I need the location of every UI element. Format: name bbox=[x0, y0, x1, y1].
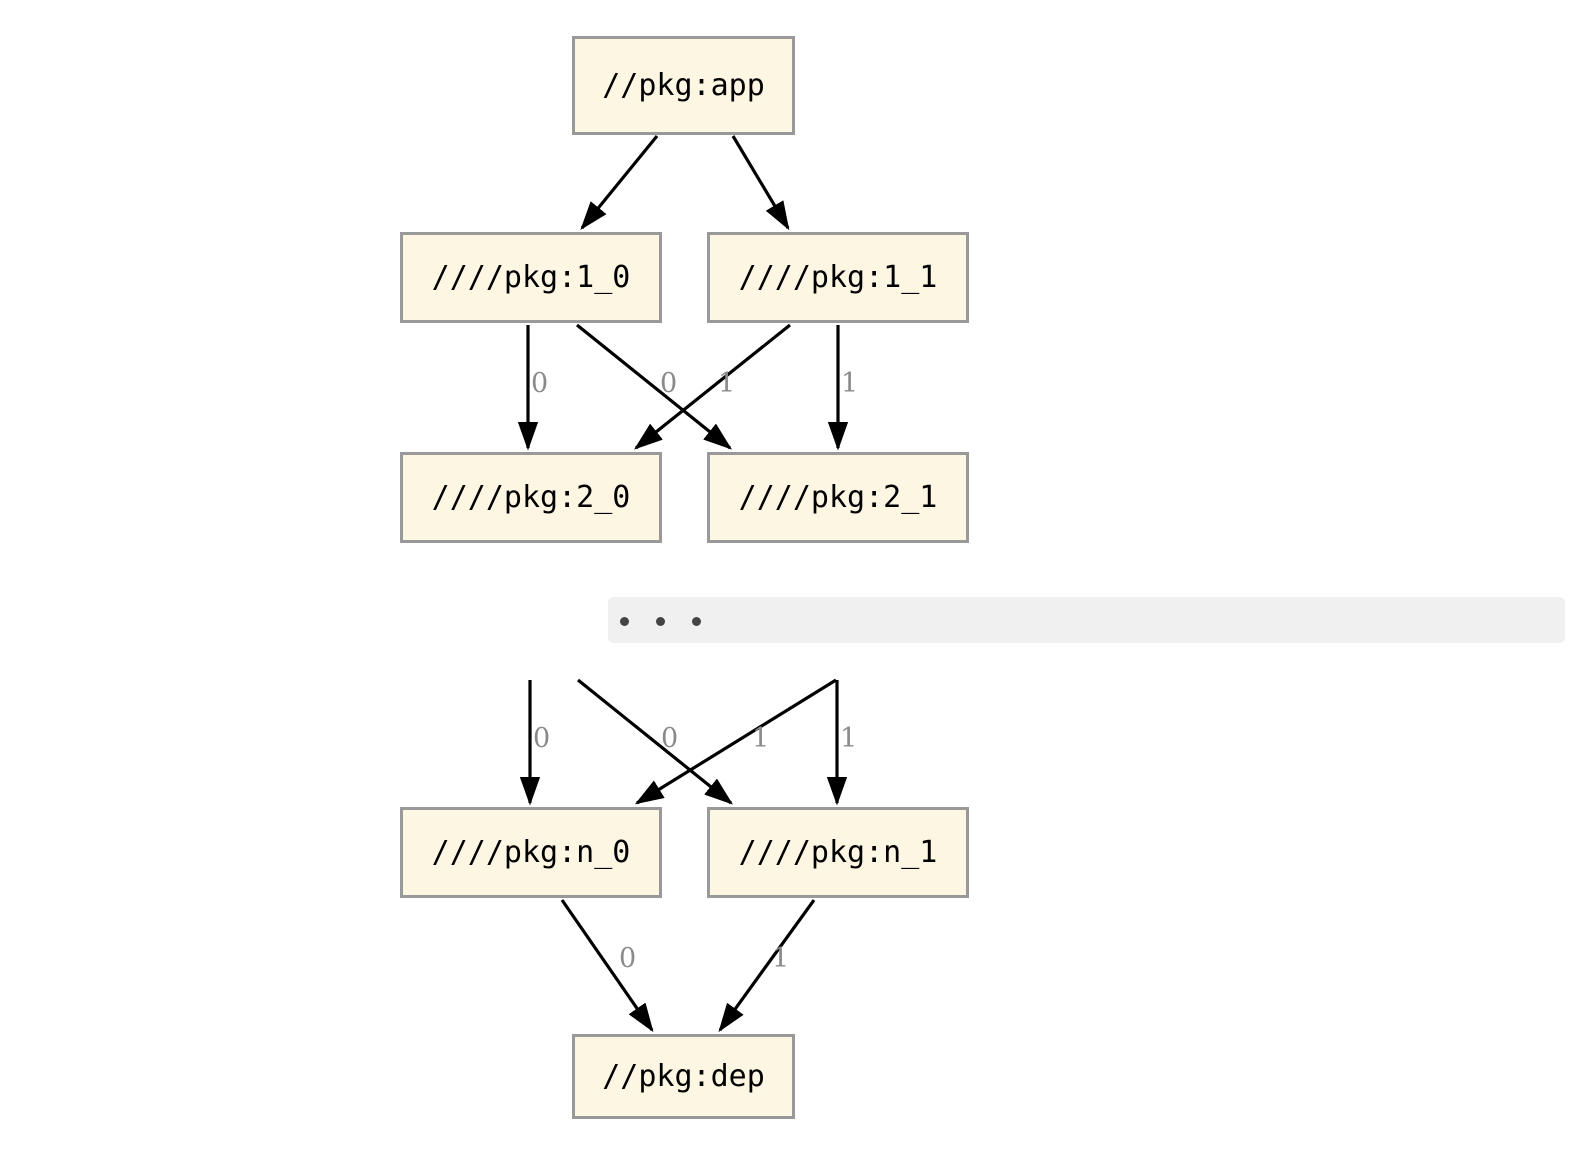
graph-node-dep[interactable]: //pkg:dep bbox=[572, 1034, 795, 1119]
edge-lines bbox=[517, 134, 849, 1033]
graph-node-n1_1[interactable]: ////pkg:1_1 bbox=[707, 232, 969, 323]
edge-line bbox=[633, 323, 791, 450]
ellipsis-dot bbox=[620, 617, 629, 626]
edge-line bbox=[731, 135, 790, 231]
edge-line bbox=[718, 899, 816, 1033]
graph-node-n2_0[interactable]: ////pkg:2_0 bbox=[400, 452, 662, 543]
graph-node-nn_1[interactable]: ////pkg:n_1 bbox=[707, 807, 969, 898]
edge-line bbox=[580, 134, 659, 230]
edge-line bbox=[634, 678, 837, 805]
ellipsis-dot bbox=[656, 617, 665, 626]
edge-label: 1 bbox=[772, 943, 790, 974]
graph-node-n1_0[interactable]: ////pkg:1_0 bbox=[400, 232, 662, 323]
ellipsis-separator-band bbox=[608, 597, 1565, 643]
edge-label: 1 bbox=[752, 723, 770, 754]
edge-line bbox=[575, 323, 732, 450]
ellipsis-dot bbox=[692, 617, 701, 626]
edge-line bbox=[560, 899, 654, 1033]
edge-label: 1 bbox=[840, 723, 858, 754]
graph-node-n2_1[interactable]: ////pkg:2_1 bbox=[707, 452, 969, 543]
edge-line bbox=[576, 678, 733, 805]
edge-label: 1 bbox=[841, 368, 859, 399]
edge-label: 0 bbox=[660, 368, 678, 399]
edge-label: 1 bbox=[718, 368, 736, 399]
edge-label: 0 bbox=[533, 723, 551, 754]
edge-label: 0 bbox=[661, 723, 679, 754]
graph-node-nn_0[interactable]: ////pkg:n_0 bbox=[400, 807, 662, 898]
graph-node-app[interactable]: //pkg:app bbox=[572, 36, 795, 135]
edge-label: 0 bbox=[531, 368, 549, 399]
edge-label: 0 bbox=[619, 943, 637, 974]
